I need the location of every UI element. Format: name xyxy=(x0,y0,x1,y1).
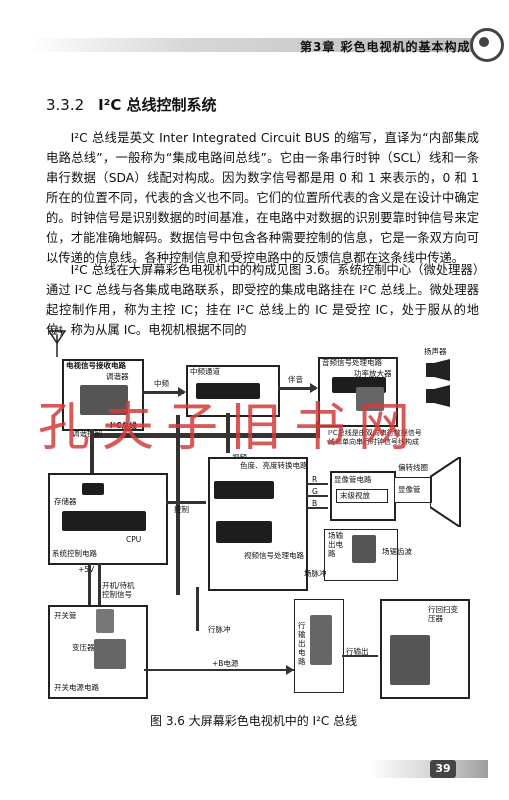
if-line xyxy=(142,391,184,394)
switching-power-label: 开关电源电路 xyxy=(54,683,99,692)
standby-line xyxy=(98,563,101,605)
watermark: 孔夫子旧书网 xyxy=(38,398,423,458)
field-chip xyxy=(352,535,376,563)
audio-processing-label: 音频信号处理电路 xyxy=(322,358,382,367)
cpu-chip xyxy=(62,511,146,531)
i2c-bus-diagram: 天线 电视信号接收电路 调谐器 中频通道 中频 音频信号处理电路 功率放大器 伴… xyxy=(36,325,480,702)
final-amp-label: 末级视放 xyxy=(340,491,370,500)
video-processing-label: 视频信号处理电路 xyxy=(244,551,304,560)
line-output-circuit-label: 行输出电路 xyxy=(298,621,306,666)
cpu-label: CPU xyxy=(126,535,142,544)
crt-screen-icon xyxy=(430,457,461,527)
i2c-bus-label: I²C总线 xyxy=(110,421,137,430)
audio-arrow xyxy=(310,383,318,393)
page-number: 39 xyxy=(430,760,456,778)
b-power-label: +B电源 xyxy=(212,659,239,668)
control-line xyxy=(166,501,206,504)
field-output-label: 场输出电路 xyxy=(328,531,343,558)
section-title: 3.3.2 I²C 总线控制系统 xyxy=(46,94,217,115)
final-amp-box xyxy=(336,489,388,503)
video-chip xyxy=(216,521,272,543)
tv-signal-label: 电视信号接收电路 xyxy=(66,361,126,370)
r-label: R xyxy=(312,475,318,484)
b-label: B xyxy=(312,499,318,508)
plus5v-label: +5V xyxy=(78,565,95,574)
chapter-title: 第3章 彩色电视机的基本构成 xyxy=(300,40,471,54)
crt-box xyxy=(394,477,432,503)
b-power-arrow xyxy=(286,665,294,675)
section-number: 3.3.2 xyxy=(46,96,85,114)
header-bar xyxy=(28,38,473,52)
g-label: G xyxy=(312,487,318,496)
tuning-control-label: 调谐控制 xyxy=(72,429,102,438)
if-channel-label: 中频通道 xyxy=(190,367,220,376)
page-header: 第3章 彩色电视机的基本构成 xyxy=(0,0,509,62)
power-switch-signal-label: 开机/待机控制信号 xyxy=(102,581,135,599)
deflection-coil-label: 偏转线圈 xyxy=(398,463,428,472)
line-pulse-line xyxy=(196,587,199,631)
antenna-label: 天线 xyxy=(48,325,63,334)
b-power-line xyxy=(144,669,294,671)
line-pulse-label: 行脉冲 xyxy=(208,625,231,634)
speaker-icon xyxy=(426,359,450,407)
transformer-label: 变压器 xyxy=(72,643,95,652)
bus-drop-left xyxy=(90,429,94,485)
system-control-label: 系统控制电路 xyxy=(52,549,97,558)
g-line xyxy=(306,495,328,497)
crt-label: 显像管 xyxy=(398,485,421,494)
color-brightness-label: 色度、亮度转换电路 xyxy=(240,461,308,470)
bus-riser-right xyxy=(316,421,320,437)
plus5v-line xyxy=(88,563,91,605)
flyback-label: 行回扫变压器 xyxy=(428,605,458,623)
if-chip xyxy=(196,383,260,399)
bus-drop-center xyxy=(176,415,180,595)
line-output-line xyxy=(342,655,378,657)
power-amp-chip xyxy=(356,387,384,411)
line-output-chip xyxy=(310,615,332,665)
if-arrow xyxy=(178,387,186,397)
transformer-chip xyxy=(94,639,126,669)
audio-out-label: 伴音 xyxy=(288,375,303,384)
i2c-bus-line xyxy=(90,433,320,438)
field-sawtooth-label: 场锯齿波 xyxy=(382,547,412,556)
field-pulse-label: 场脉冲 xyxy=(304,569,327,578)
power-amp-label: 功率放大器 xyxy=(354,369,392,378)
figure-caption: 图 3.6 大屏幕彩色电视机中的 I²C 总线 xyxy=(150,714,358,728)
tuner-label: 调谐器 xyxy=(106,372,129,381)
line-output-label: 行输出 xyxy=(346,647,369,656)
speaker-label: 扬声器 xyxy=(424,347,447,356)
section-title-text: I²C 总线控制系统 xyxy=(98,96,217,114)
page-number-bar xyxy=(370,760,488,778)
paragraph-2: I²C 总线在大屏幕彩色电视机中的构成见图 3.6。系统控制中心（微处理器）通过… xyxy=(46,263,479,337)
tuner-chip xyxy=(80,385,128,415)
lens-ornament-icon xyxy=(470,28,504,62)
control-label: 控制 xyxy=(174,505,189,514)
flyback-chip xyxy=(390,635,430,685)
r-line xyxy=(306,483,328,485)
b-line xyxy=(306,507,328,509)
antenna-icon xyxy=(47,330,67,357)
video-drop xyxy=(226,413,230,453)
i2c-note: I²C总线是由双向串行数据信号线和单向串行时钟信号线构成 xyxy=(328,429,422,446)
memory-label: 存储器 xyxy=(54,497,77,506)
color-chip xyxy=(214,481,274,499)
switch-tube-chip xyxy=(96,609,114,633)
crt-circuit-label: 显像管电路 xyxy=(334,475,372,484)
audio-line xyxy=(278,387,316,390)
memory-chip xyxy=(82,483,104,495)
switch-tube-label: 开关管 xyxy=(54,611,77,620)
if-signal-label: 中频 xyxy=(154,379,169,388)
paragraph-1: I²C 总线是英文 Inter Integrated Circuit BUS 的… xyxy=(46,131,479,265)
